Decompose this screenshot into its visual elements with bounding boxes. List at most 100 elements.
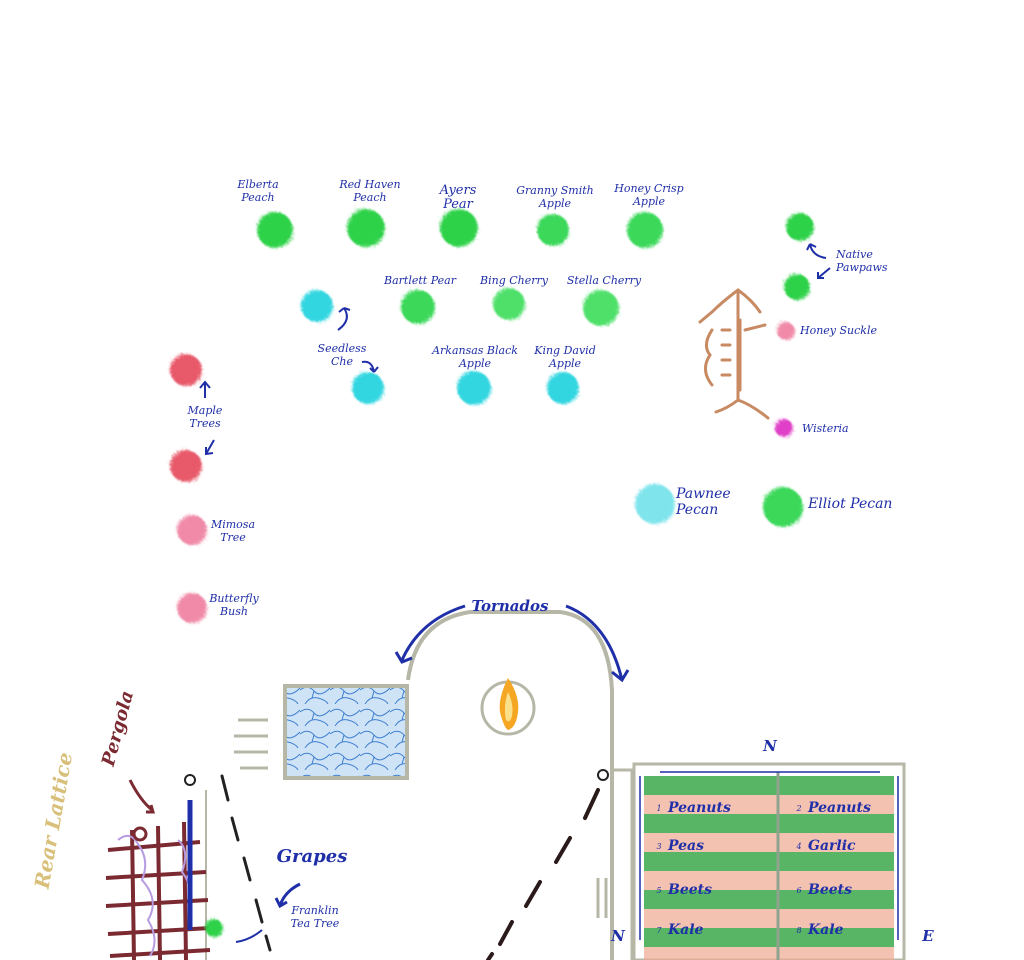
post-circle bbox=[597, 769, 609, 781]
wisteria-label: Wisteria bbox=[802, 422, 849, 435]
garden-row-crop-left: Kale bbox=[668, 922, 704, 938]
garden-soil-row bbox=[644, 795, 894, 814]
garden-east-label: E bbox=[922, 927, 934, 945]
garden-bed bbox=[632, 762, 906, 960]
garden-row-number: 4 bbox=[796, 842, 802, 851]
garden-soil-row bbox=[644, 833, 894, 852]
native-pawpaws-label: Native Pawpaws bbox=[836, 248, 888, 274]
orchard-row-2 bbox=[401, 288, 619, 326]
honeysuckle-label: Honey Suckle bbox=[800, 324, 877, 337]
garden-green-row bbox=[644, 776, 894, 795]
arrow-icon bbox=[806, 243, 827, 259]
left-column-trees bbox=[170, 354, 215, 623]
granny-smith-apple-tree bbox=[537, 214, 569, 246]
patio-area bbox=[205, 604, 634, 960]
stella-cherry-label: Stella Cherry bbox=[566, 274, 642, 287]
walkway-outline bbox=[406, 610, 614, 960]
garden-soil-row bbox=[644, 871, 894, 890]
red-haven-peach-tree bbox=[347, 209, 385, 247]
honeysuckle-plant bbox=[777, 322, 795, 340]
dashed-path bbox=[486, 788, 600, 960]
butterfly-bush bbox=[177, 593, 207, 623]
pawpaw-tree-top bbox=[786, 213, 814, 241]
orchard-row-3 bbox=[301, 290, 579, 405]
pawpaw-tree-bottom bbox=[784, 274, 810, 300]
garden-row-number: 7 bbox=[656, 926, 662, 935]
ayers-pear-tree bbox=[440, 209, 478, 247]
garden-row-number: 8 bbox=[796, 926, 802, 935]
garden-row-crop-left: Beets bbox=[668, 882, 712, 898]
bartlett-pear-tree bbox=[401, 290, 435, 324]
red-haven-peach-label: Red Haven Peach bbox=[339, 178, 401, 204]
garden-green-row bbox=[644, 852, 894, 871]
bing-cherry-tree bbox=[493, 288, 525, 320]
bartlett-pear-label: Bartlett Pear bbox=[384, 274, 456, 287]
right-side-plants bbox=[635, 213, 831, 527]
maple-tree-bottom bbox=[170, 450, 202, 482]
maple-tree-top bbox=[170, 354, 202, 386]
garden-row-number: 5 bbox=[656, 886, 662, 895]
steps-lines bbox=[234, 718, 268, 770]
garden-soil-row bbox=[644, 909, 894, 928]
arkansas-black-apple-tree bbox=[457, 371, 491, 405]
garden-row-number: 2 bbox=[796, 804, 802, 813]
tornado-arrow-left bbox=[394, 604, 466, 664]
elliot-pecan-tree bbox=[763, 487, 803, 527]
garden-row-crop-right: Garlic bbox=[808, 838, 856, 854]
grapes-arrow bbox=[274, 882, 301, 909]
garden-row-crop-left: Peanuts bbox=[668, 800, 731, 816]
garden-west-label: N bbox=[611, 927, 625, 945]
garden-row-crop-left: Peas bbox=[668, 838, 705, 854]
garden-row-number: 3 bbox=[656, 842, 662, 851]
mimosa-tree-label: Mimosa Tree bbox=[210, 518, 256, 544]
king-david-apple-tree bbox=[547, 372, 579, 404]
elberta-peach-label: Elberta Peach bbox=[237, 178, 279, 204]
garden-green-row bbox=[644, 890, 894, 909]
arbor-trellis bbox=[698, 288, 770, 420]
grapes-label: Grapes bbox=[276, 846, 348, 867]
arrow-icon bbox=[205, 439, 215, 456]
arrow-icon bbox=[337, 307, 351, 331]
arrow-icon bbox=[361, 360, 379, 373]
butterfly-bush-label: Butterfly Bush bbox=[209, 592, 259, 618]
garden-row-crop-right: Peanuts bbox=[808, 800, 871, 816]
stella-cherry-tree bbox=[583, 290, 619, 326]
elliot-pecan-label: Elliot Pecan bbox=[808, 496, 893, 512]
honey-crisp-apple-label: Honey Crisp Apple bbox=[614, 182, 684, 208]
garden-north-label: N bbox=[763, 737, 777, 755]
ayers-pear-label: Ayers Pear bbox=[439, 183, 477, 212]
pergola-structure bbox=[105, 774, 301, 960]
franklin-tea-tree bbox=[205, 919, 223, 937]
orchard-row-1 bbox=[257, 209, 663, 248]
walkway-edge bbox=[612, 768, 634, 960]
arrow-icon bbox=[199, 380, 211, 398]
elberta-peach-tree bbox=[257, 212, 293, 248]
granny-smith-apple-label: Granny Smith Apple bbox=[516, 184, 594, 210]
garden-row-crop-right: Kale bbox=[808, 922, 844, 938]
pool-rectangle bbox=[283, 684, 409, 780]
garden-green-row bbox=[644, 814, 894, 833]
garden-soil-row bbox=[644, 947, 894, 960]
seedless-cherry-tree bbox=[352, 372, 384, 404]
garden-row-crop-right: Beets bbox=[808, 882, 852, 898]
garden-green-row bbox=[644, 928, 894, 947]
seedless-cherry-label: Seedless Che bbox=[317, 342, 367, 368]
pawnee-pecan-label: Pawnee Pecan bbox=[676, 486, 731, 518]
bing-cherry-label: Bing Cherry bbox=[480, 274, 548, 287]
dashed-fence bbox=[220, 774, 272, 952]
maple-trees-label: Maple Trees bbox=[187, 404, 223, 430]
arrow-icon bbox=[817, 267, 831, 279]
pergola-arrow bbox=[128, 779, 155, 814]
arkansas-black-apple-label: Arkansas Black Apple bbox=[432, 344, 518, 370]
tornados-label: Tornados bbox=[471, 597, 549, 615]
wisteria-plant bbox=[775, 419, 793, 437]
king-david-apple-label: King David Apple bbox=[534, 344, 596, 370]
garden-row-number: 1 bbox=[656, 804, 662, 813]
mimosa-tree bbox=[177, 515, 207, 545]
seedless-cherry-tree-top bbox=[301, 290, 333, 322]
honey-crisp-apple-tree bbox=[627, 212, 663, 248]
tornado-arrow-right bbox=[565, 604, 630, 683]
garden-row-number: 6 bbox=[796, 886, 802, 895]
franklin-tea-tree-label: Franklin Tea Tree bbox=[290, 904, 340, 930]
